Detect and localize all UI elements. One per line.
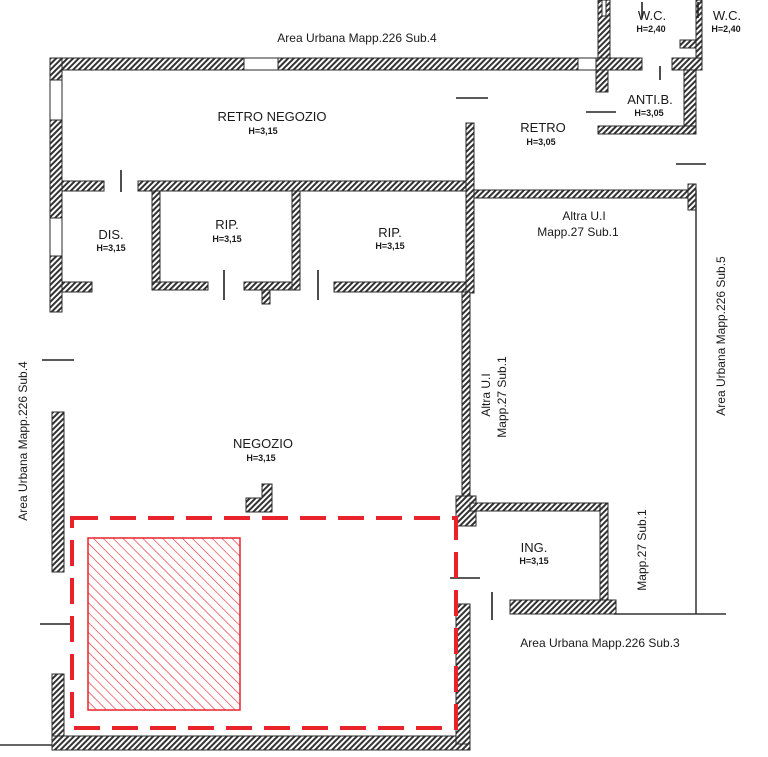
room-ing-height: H=3,15 — [519, 556, 548, 566]
area-altra-ui-1-line1: Altra U.I — [562, 209, 605, 223]
area-labels: Area Urbana Mapp.226 Sub.4 Area Urbana M… — [16, 31, 728, 650]
area-top: Area Urbana Mapp.226 Sub.4 — [277, 31, 437, 45]
area-right: Area Urbana Mapp.226 Sub.5 — [714, 256, 728, 416]
window-top-1 — [243, 57, 279, 71]
room-negozio-height: H=3,15 — [246, 453, 275, 463]
wall-left-mid — [51, 411, 65, 573]
room-antib-name: ANTI.B. — [627, 92, 673, 107]
wall-ing-left-lower — [455, 603, 471, 745]
room-wc2-name: W.C. — [713, 8, 741, 23]
wall-left-upper-3 — [49, 255, 63, 313]
room-ing-name: ING. — [521, 540, 548, 555]
area-bottom: Area Urbana Mapp.226 Sub.3 — [520, 636, 680, 650]
room-antib-height: H=3,05 — [634, 108, 663, 118]
room-rip1-name: RIP. — [215, 217, 239, 232]
room-wc1-name: W.C. — [638, 8, 666, 23]
room-rip2-height: H=3,15 — [375, 241, 404, 251]
wall-left-upper — [49, 57, 63, 81]
wall-top-far-right — [671, 57, 703, 71]
wall-antib-left — [595, 69, 609, 93]
hatched-area — [87, 537, 241, 711]
area-left: Area Urbana Mapp.226 Sub.4 — [16, 361, 30, 521]
wall-top-left — [49, 57, 245, 71]
wall-wc-vertical-1 — [597, 0, 611, 59]
wall-altra-h — [473, 189, 697, 199]
room-negozio-name: NEGOZIO — [233, 436, 293, 451]
wall-wc-vertical-2 — [601, 0, 607, 17]
wall-top-right — [595, 57, 643, 71]
room-retro-negozio-name: RETRO NEGOZIO — [217, 109, 326, 124]
wall-negozio-pillar — [245, 483, 273, 513]
wall-left-upper-2 — [49, 119, 63, 219]
wall-rip1-stub — [261, 289, 271, 305]
wall-rip2-bottom — [333, 281, 475, 293]
wall-ing-right — [599, 502, 609, 604]
room-rip2-name: RIP. — [378, 225, 402, 240]
room-wc2-height: H=2,40 — [711, 24, 740, 34]
wall-altra-right-stub — [687, 183, 697, 211]
room-rip1-height: H=3,15 — [212, 234, 241, 244]
highlight-boundary — [70, 516, 458, 730]
walls — [49, 0, 703, 751]
wall-rip1-right — [291, 190, 301, 291]
wall-wc-stub — [679, 39, 697, 49]
wall-antib-right — [683, 69, 697, 135]
room-labels: RETRO NEGOZIO H=3,15 RETRO H=3,05 W.C. H… — [96, 8, 741, 566]
wall-top-mid — [277, 57, 579, 71]
wall-wc-mid — [695, 0, 703, 59]
wall-bottom — [51, 735, 471, 751]
door-lines — [40, 2, 706, 625]
room-retro-height: H=3,05 — [526, 137, 555, 147]
area-altra-ui-1-line2: Mapp.27 Sub.1 — [537, 225, 619, 239]
room-wc1-height: H=2,40 — [636, 24, 665, 34]
wall-altra-vertical — [461, 291, 471, 497]
wall-ing-bottom — [509, 599, 617, 615]
boundary-lines — [0, 190, 726, 746]
wall-rip1-bottom-right — [243, 281, 297, 291]
area-mapp27-right: Mapp.27 Sub.1 — [635, 509, 649, 591]
window-left-2 — [49, 217, 63, 257]
area-altra-ui-2-line2: Mapp.27 Sub.1 — [495, 356, 509, 438]
wall-interior-h1 — [137, 180, 471, 192]
room-dis-name: DIS. — [98, 227, 123, 242]
wall-ing-h — [469, 502, 609, 512]
area-altra-ui-2-line1: Altra U.I — [479, 373, 493, 416]
wall-left-stub — [61, 281, 93, 293]
window-top-2 — [577, 57, 597, 71]
room-retro-negozio-height: H=3,15 — [248, 126, 277, 136]
wall-rip1-bottom-left — [151, 281, 209, 291]
wall-antib-bottom — [597, 125, 697, 135]
room-retro-name: RETRO — [520, 120, 566, 135]
wall-interior-h1-left — [61, 180, 105, 192]
room-dis-height: H=3,15 — [96, 243, 125, 253]
wall-retro-left — [465, 122, 475, 294]
wall-rip1-left — [151, 190, 161, 290]
window-left-1 — [49, 79, 63, 121]
